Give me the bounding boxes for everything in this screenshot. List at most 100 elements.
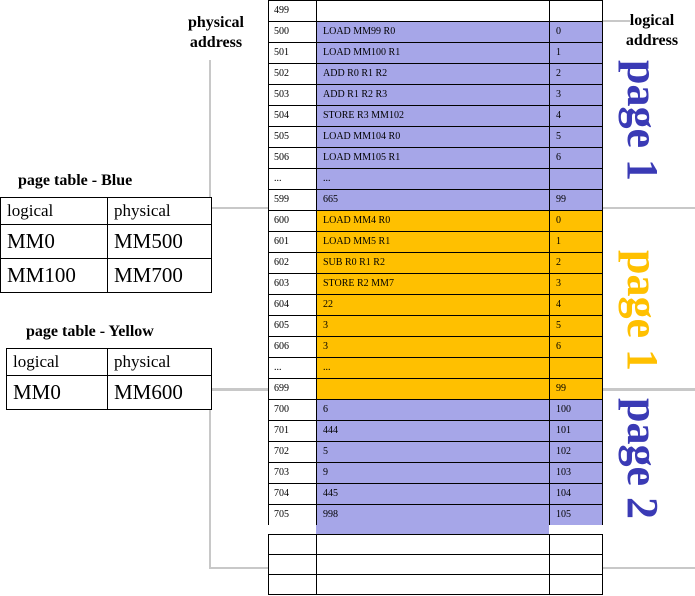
memory-address-cell — [268, 525, 317, 536]
page-table-yellow: logical physical MM0 MM600 — [6, 348, 212, 410]
memory-address-cell — [268, 534, 317, 555]
memory-address-cell: 506 — [268, 147, 317, 169]
memory-address-cell — [268, 554, 317, 575]
memory-content-cell: 444 — [316, 420, 550, 442]
logical-address-cell: 5 — [549, 126, 603, 148]
memory-content-cell: 22 — [316, 294, 550, 316]
memory-address-cell: 599 — [268, 189, 317, 211]
table-cell: MM500 — [107, 224, 212, 259]
memory-content-cell: 5 — [316, 441, 550, 463]
memory-content-cell: LOAD MM5 R1 — [316, 231, 550, 253]
memory-content-cell: LOAD MM4 R0 — [316, 210, 550, 232]
memory-address-cell: 505 — [268, 126, 317, 148]
logical-address-label: logical address — [625, 12, 679, 49]
logical-address-cell: 1 — [549, 231, 603, 253]
table-cell: MM100 — [0, 258, 108, 293]
memory-content-cell: 445 — [316, 483, 550, 505]
logical-address-cell — [549, 534, 603, 555]
logical-address-cell — [549, 574, 603, 595]
logical-address-cell: 105 — [549, 504, 603, 526]
memory-content-cell: 9 — [316, 462, 550, 484]
logical-address-cell: 2 — [549, 252, 603, 274]
memory-address-cell: 501 — [268, 42, 317, 64]
logical-address-cell — [549, 0, 603, 22]
table-cell: MM600 — [107, 375, 212, 410]
logical-address-cell: 1 — [549, 42, 603, 64]
table-cell: MM0 — [0, 224, 108, 259]
memory-content-cell: LOAD MM100 R1 — [316, 42, 550, 64]
physical-address-label: physical address — [187, 14, 244, 51]
memory-address-cell: 499 — [268, 0, 317, 22]
memory-content-cell: ... — [316, 168, 550, 190]
page-table-yellow-title: page table - Yellow — [26, 323, 154, 340]
logical-address-cell: 2 — [549, 63, 603, 85]
logical-address-cell — [549, 168, 603, 190]
memory-address-cell — [268, 574, 317, 595]
logical-address-cell: 4 — [549, 294, 603, 316]
logical-address-cell — [549, 357, 603, 379]
logical-address-cell: 100 — [549, 399, 603, 421]
memory-address-cell: 504 — [268, 105, 317, 127]
memory-content-cell — [316, 378, 550, 400]
memory-content-cell — [316, 574, 550, 595]
page-label-middle: page 1 — [618, 250, 667, 371]
memory-content-cell: ADD R0 R1 R2 — [316, 63, 550, 85]
logical-address-cell: 102 — [549, 441, 603, 463]
logical-address-cell: 6 — [549, 336, 603, 358]
memory-content-cell: LOAD MM105 R1 — [316, 147, 550, 169]
logical-address-cell: 3 — [549, 84, 603, 106]
memory-address-cell: 702 — [268, 441, 317, 463]
memory-content-cell: STORE R2 MM7 — [316, 273, 550, 295]
memory-address-cell: 500 — [268, 21, 317, 43]
memory-content-cell: 3 — [316, 315, 550, 337]
memory-content-cell — [316, 534, 550, 555]
memory-address-cell: 700 — [268, 399, 317, 421]
page-table-blue-title: page table - Blue — [18, 172, 133, 189]
logical-address-header: logical address — [612, 11, 692, 51]
memory-address-cell: 502 — [268, 63, 317, 85]
memory-content-cell — [316, 0, 550, 22]
memory-content-cell — [316, 525, 550, 536]
memory-content-cell — [316, 554, 550, 575]
logical-address-cell: 0 — [549, 21, 603, 43]
memory-content-cell: ADD R1 R2 R3 — [316, 84, 550, 106]
memory-address-cell: 703 — [268, 462, 317, 484]
page-label-top: page 1 — [618, 60, 667, 181]
logical-address-cell: 5 — [549, 315, 603, 337]
memory-content-cell: LOAD MM104 R0 — [316, 126, 550, 148]
memory-address-cell: 704 — [268, 483, 317, 505]
logical-address-cell: 0 — [549, 210, 603, 232]
memory-address-cell: 604 — [268, 294, 317, 316]
memory-address-cell: 603 — [268, 273, 317, 295]
logical-address-cell: 103 — [549, 462, 603, 484]
logical-address-cell: 99 — [549, 378, 603, 400]
logical-address-cell — [549, 554, 603, 575]
column-header-physical: physical — [107, 197, 212, 225]
logical-address-cell: 4 — [549, 105, 603, 127]
memory-address-cell: 601 — [268, 231, 317, 253]
memory-address-cell: ... — [268, 357, 317, 379]
memory-address-cell: 503 — [268, 84, 317, 106]
logical-address-cell: 101 — [549, 420, 603, 442]
logical-leader-line — [600, 20, 630, 22]
logical-address-cell: 3 — [549, 273, 603, 295]
column-header-logical: logical — [6, 348, 108, 376]
memory-address-cell: 602 — [268, 252, 317, 274]
memory-content-cell: SUB R0 R1 R2 — [316, 252, 550, 274]
physical-address-header: physical address — [176, 13, 256, 53]
page-frame-top-left — [209, 60, 211, 210]
memory-content-cell: LOAD MM99 R0 — [316, 21, 550, 43]
memory-address-cell: 600 — [268, 210, 317, 232]
column-header-logical: logical — [0, 197, 108, 225]
column-header-physical: physical — [107, 348, 212, 376]
table-cell: MM700 — [107, 258, 212, 293]
logical-address-cell: 6 — [549, 147, 603, 169]
memory-address-cell: 699 — [268, 378, 317, 400]
table-cell: MM0 — [6, 375, 108, 410]
logical-address-cell: 99 — [549, 189, 603, 211]
memory-address-cell: ... — [268, 168, 317, 190]
memory-content-cell: STORE R3 MM102 — [316, 105, 550, 127]
memory-address-cell: 701 — [268, 420, 317, 442]
memory-content-cell: ... — [316, 357, 550, 379]
